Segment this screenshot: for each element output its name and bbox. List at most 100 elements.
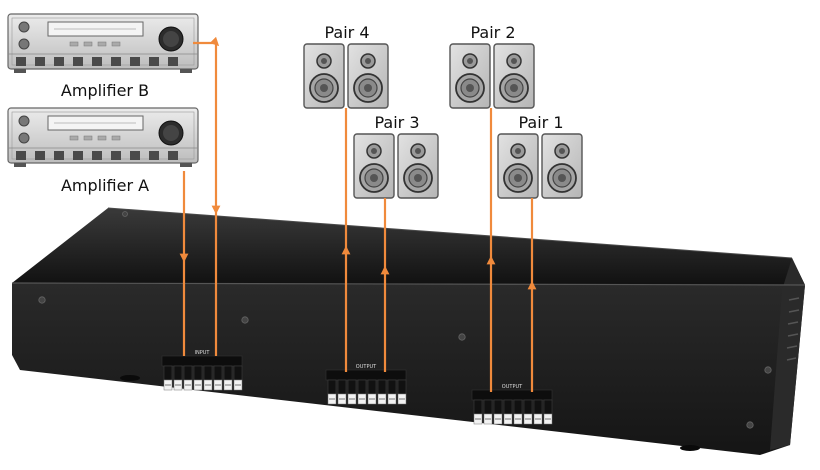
terminal-blocks: INPUT OUTPUT OUTPUT <box>161 350 553 425</box>
side-vents <box>786 297 800 361</box>
pair-3-label: Pair 3 <box>374 113 419 132</box>
speaker-pair-1 <box>497 133 583 199</box>
amp-button <box>111 135 121 141</box>
output-terminal-block-2: OUTPUT <box>471 384 553 425</box>
terminal-slot <box>503 399 513 415</box>
chassis-side <box>770 258 805 450</box>
amplifier-a <box>7 107 199 167</box>
amp-switch <box>168 151 178 160</box>
terminal-slot <box>173 365 183 381</box>
chassis-front <box>12 283 805 455</box>
amp-switch <box>111 151 121 160</box>
terminal-slot <box>473 399 483 415</box>
amp-button <box>111 41 121 47</box>
terminal-slot <box>357 379 367 395</box>
amplifier-b-label: Amplifier B <box>61 81 149 100</box>
speaker-icon <box>347 43 389 109</box>
speaker-icon <box>541 133 583 199</box>
terminal-slot <box>337 379 347 395</box>
speaker-icon <box>449 43 491 109</box>
terminal-slot <box>233 365 243 381</box>
terminal-slot <box>327 379 337 395</box>
terminal-slot <box>493 399 503 415</box>
terminal-slot <box>347 379 357 395</box>
terminal-slot <box>377 379 387 395</box>
amp-switch <box>16 57 26 66</box>
amp-switch <box>92 151 102 160</box>
amplifiers <box>7 13 199 167</box>
block-label: OUTPUT <box>356 364 377 370</box>
amp-switch <box>149 57 159 66</box>
chassis-top <box>12 208 805 285</box>
speaker-pair-2 <box>449 43 535 109</box>
pair-4-label: Pair 4 <box>324 23 369 42</box>
amp-switch <box>73 151 83 160</box>
wires <box>179 36 537 392</box>
terminal-slot <box>523 399 533 415</box>
terminal-slot <box>397 379 407 395</box>
speaker-icon <box>493 43 535 109</box>
wire-amplifier-b <box>193 36 221 356</box>
switch-chassis <box>11 207 806 455</box>
block-label: INPUT <box>195 350 211 356</box>
input-knob-icon <box>18 132 30 144</box>
amp-switch <box>92 57 102 66</box>
speaker-pair-3 <box>353 133 439 199</box>
speaker-pairs <box>303 43 583 199</box>
terminal-slot <box>223 365 233 381</box>
amp-button <box>69 41 79 47</box>
speaker-icon <box>397 133 439 199</box>
block-header <box>161 355 243 367</box>
pair-1-label: Pair 1 <box>518 113 563 132</box>
power-knob-icon <box>18 115 30 127</box>
amp-button <box>83 135 93 141</box>
amplifier-a-label: Amplifier A <box>61 176 149 195</box>
input-terminal-block: INPUT <box>161 350 243 391</box>
amp-button <box>83 41 93 47</box>
amp-switch <box>54 57 64 66</box>
terminal-slot <box>193 365 203 381</box>
terminal-slot <box>543 399 553 415</box>
input-knob-icon <box>18 38 30 50</box>
speaker-icon <box>497 133 539 199</box>
amp-switch <box>73 57 83 66</box>
block-label: OUTPUT <box>502 384 523 390</box>
amplifier-b <box>7 13 199 73</box>
terminal-slot <box>483 399 493 415</box>
amp-button <box>97 135 107 141</box>
output-terminal-block-1: OUTPUT <box>325 364 407 405</box>
amp-foot <box>14 69 26 73</box>
amp-switch <box>168 57 178 66</box>
terminal-slot <box>203 365 213 381</box>
terminal-slot <box>387 379 397 395</box>
amp-button <box>97 41 107 47</box>
terminal-slot <box>513 399 523 415</box>
amp-switch <box>16 151 26 160</box>
speaker-icon <box>303 43 345 109</box>
terminal-slot <box>367 379 377 395</box>
terminal-slot <box>183 365 193 381</box>
chassis-screws <box>38 211 772 429</box>
amp-foot <box>180 163 192 167</box>
amp-switch <box>35 151 45 160</box>
terminal-slot <box>163 365 173 381</box>
terminal-slot <box>213 365 223 381</box>
pair-2-label: Pair 2 <box>470 23 515 42</box>
amp-switch <box>149 151 159 160</box>
block-header <box>471 389 553 401</box>
amp-foot <box>180 69 192 73</box>
amp-foot <box>14 163 26 167</box>
amp-switch <box>54 151 64 160</box>
speaker-icon <box>353 133 395 199</box>
amp-switch <box>111 57 121 66</box>
amp-switch <box>130 57 140 66</box>
amp-switch <box>130 151 140 160</box>
amp-button <box>69 135 79 141</box>
block-header <box>325 369 407 381</box>
power-knob-icon <box>18 21 30 33</box>
amp-switch <box>35 57 45 66</box>
speaker-pair-4 <box>303 43 389 109</box>
terminal-slot <box>533 399 543 415</box>
